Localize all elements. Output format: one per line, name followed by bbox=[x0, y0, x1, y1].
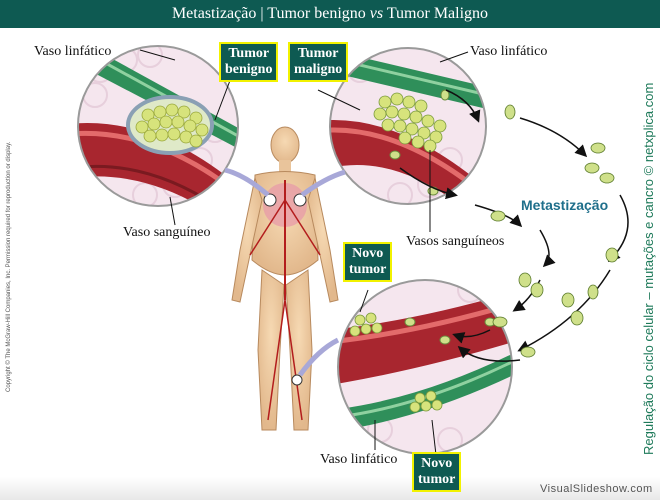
copyright-notice: Copyright © The McGraw-Hill Companies, I… bbox=[6, 141, 12, 392]
label-lymph-top-left: Vaso linfático bbox=[34, 44, 112, 59]
new-tumor-bottom-line1: Novo bbox=[421, 456, 453, 471]
new-tumor-box-top: Novo tumor bbox=[343, 242, 393, 282]
title-part2: Tumor Maligno bbox=[383, 5, 489, 22]
watermark: VisualSlideshow.com bbox=[540, 483, 653, 495]
malignant-box-line2: maligno bbox=[294, 62, 343, 77]
benign-tumor-box: Tumor benigno bbox=[219, 42, 279, 82]
side-caption: Regulação do ciclo celular – mutações e … bbox=[641, 82, 656, 455]
new-tumor-top-line2: tumor bbox=[349, 262, 387, 277]
new-tumor-bottom-line2: tumor bbox=[418, 472, 456, 487]
label-blood-vessels: Vasos sanguíneos bbox=[406, 234, 505, 249]
malignant-tumor-box: Tumor maligno bbox=[288, 42, 349, 82]
title-bar: Metastização | Tumor benigno vs Tumor Ma… bbox=[0, 0, 660, 28]
malignant-box-line1: Tumor bbox=[297, 46, 339, 61]
footer-strip bbox=[0, 477, 660, 500]
new-tumor-circle bbox=[337, 279, 513, 455]
benign-box-line2: benigno bbox=[225, 62, 273, 77]
human-body-figure bbox=[231, 126, 339, 431]
benign-tumor-circle bbox=[77, 45, 239, 207]
new-tumor-box-bottom: Novo tumor bbox=[412, 452, 462, 492]
title-part1: Metastização | Tumor benigno bbox=[171, 5, 370, 22]
label-lymph-top-right: Vaso linfático bbox=[470, 44, 548, 59]
benign-box-line1: Tumor bbox=[228, 46, 270, 61]
title-vs: vs bbox=[369, 5, 384, 22]
malignant-tumor-circle bbox=[329, 47, 487, 205]
label-blood-vessel-left: Vaso sanguíneo bbox=[123, 225, 211, 240]
label-lymph-bottom: Vaso linfático bbox=[320, 452, 398, 467]
circulating-cells bbox=[490, 104, 619, 358]
label-metastasis: Metastização bbox=[521, 197, 609, 213]
new-tumor-top-line1: Novo bbox=[352, 246, 384, 261]
